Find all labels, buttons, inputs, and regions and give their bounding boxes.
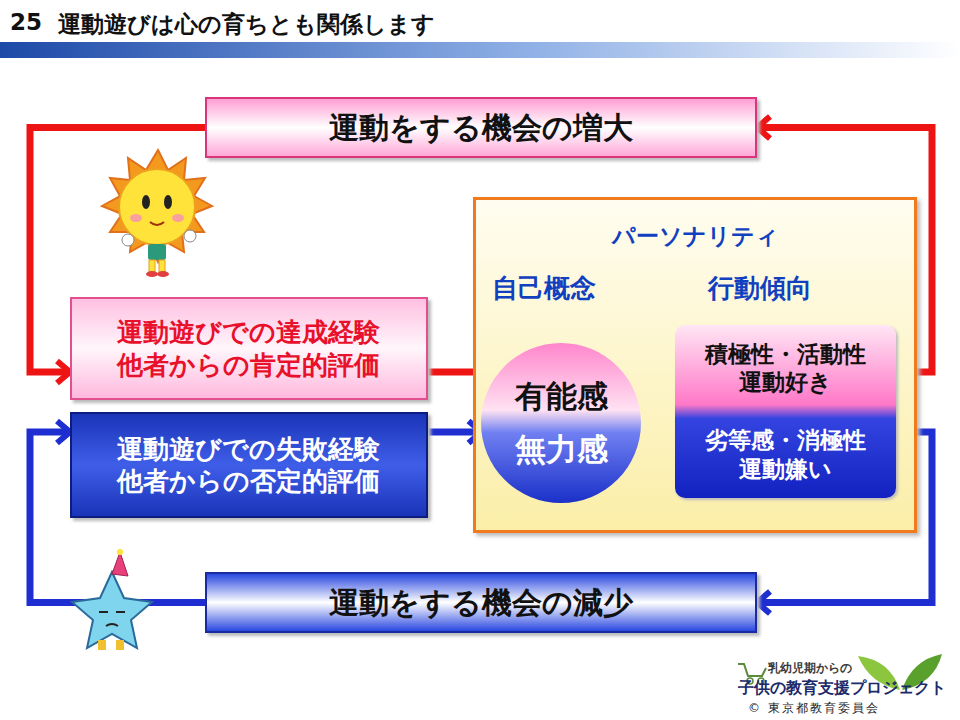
node-text: パーソナリティ (476, 222, 914, 251)
node-text: 有能感 (515, 377, 608, 416)
arrow-head (57, 421, 70, 443)
failure-box: 運動遊びでの失敗経験 他者からの否定的評価 (70, 412, 428, 518)
copyright: © 東京都教育委員会 (748, 700, 880, 717)
behavior-box: 積極性・活動性 運動好き劣等感・消極性 運動嫌い (675, 325, 896, 498)
personality-panel: パーソナリティ自己概念行動傾向有能感無力感積極性・活動性 運動好き劣等感・消極性… (473, 197, 917, 533)
node-text: 運動をする機会の減少 (329, 584, 633, 622)
success-box: 運動遊びでの達成経験 他者からの肯定的評価 (70, 297, 428, 400)
slide-number: 25 (10, 9, 42, 35)
header-bar (0, 42, 960, 58)
node-text: 行動傾向 (708, 272, 812, 305)
slide-title: 運動遊びは心の育ちとも関係します (58, 9, 435, 40)
star-character (72, 549, 152, 650)
node-text: 劣等感・消極性 運動嫌い (702, 426, 870, 484)
logo-title: 子供の教育支援プロジェクト (738, 678, 946, 699)
node-text: 運動をする機会の増大 (329, 109, 633, 147)
sun-character (102, 150, 212, 277)
self-concept-circle: 有能感無力感 (481, 343, 641, 503)
node-text: 積極性・活動性 運動好き (702, 340, 870, 398)
logo-subtitle: 乳幼児期からの (768, 660, 852, 677)
arrow-head (757, 592, 770, 614)
node-text: 運動遊びでの失敗経験 他者からの否定的評価 (115, 433, 383, 498)
node-text: 無力感 (515, 430, 608, 469)
node-text: 運動遊びでの達成経験 他者からの肯定的評価 (115, 316, 383, 381)
arrow-head (757, 117, 770, 139)
decrease-band: 運動をする機会の減少 (205, 572, 757, 633)
increase-band: 運動をする機会の増大 (205, 97, 757, 158)
node-text: 自己概念 (492, 272, 596, 305)
arrow-head (57, 361, 70, 383)
